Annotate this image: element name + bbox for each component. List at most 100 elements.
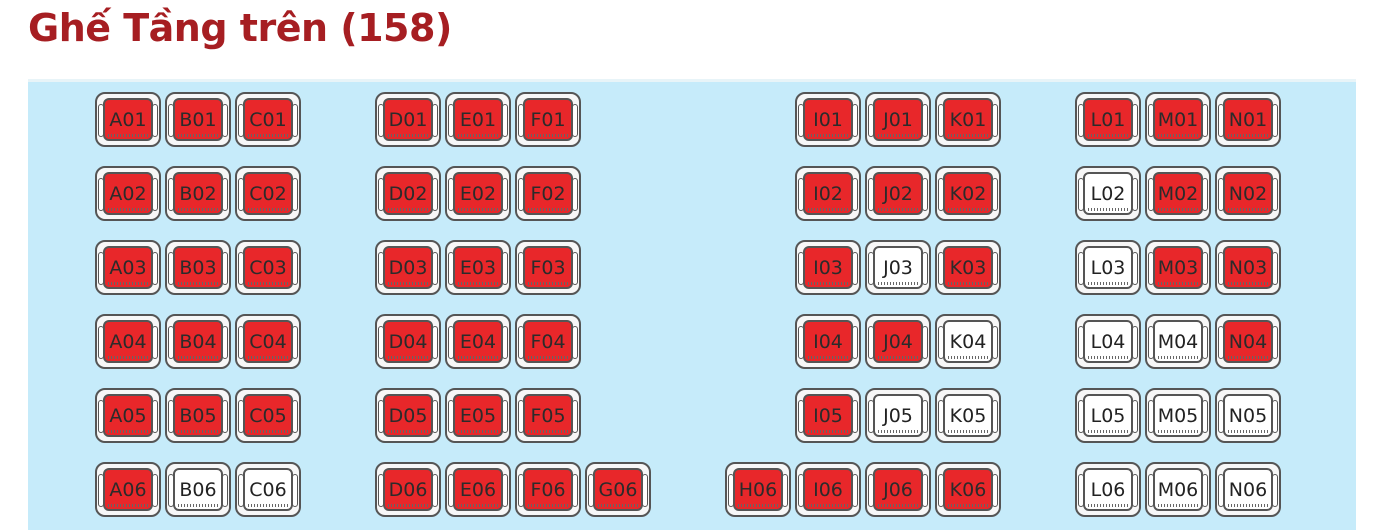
seat-n02[interactable]: N02 bbox=[1215, 166, 1281, 221]
seat-label: M03 bbox=[1153, 246, 1203, 289]
seat-l04[interactable]: L04 bbox=[1075, 314, 1141, 369]
seat-m01[interactable]: M01 bbox=[1145, 92, 1211, 147]
seat-d06[interactable]: D06 bbox=[375, 462, 441, 517]
seat-i05[interactable]: I05 bbox=[795, 388, 861, 443]
seat-f01[interactable]: F01 bbox=[515, 92, 581, 147]
seat-label: D04 bbox=[383, 320, 433, 363]
seat-j05[interactable]: J05 bbox=[865, 388, 931, 443]
seat-h06[interactable]: H06 bbox=[725, 462, 791, 517]
seat-l05[interactable]: L05 bbox=[1075, 388, 1141, 443]
seat-label: B06 bbox=[173, 468, 223, 511]
seat-e01[interactable]: E01 bbox=[445, 92, 511, 147]
seat-m03[interactable]: M03 bbox=[1145, 240, 1211, 295]
seat-n06[interactable]: N06 bbox=[1215, 462, 1281, 517]
seat-k01[interactable]: K01 bbox=[935, 92, 1001, 147]
seat-c06[interactable]: C06 bbox=[235, 462, 301, 517]
seat-e03[interactable]: E03 bbox=[445, 240, 511, 295]
seat-l02[interactable]: L02 bbox=[1075, 166, 1141, 221]
seat-label: K04 bbox=[943, 320, 993, 363]
seat-b04[interactable]: B04 bbox=[165, 314, 231, 369]
seat-d02[interactable]: D02 bbox=[375, 166, 441, 221]
seat-label: N03 bbox=[1223, 246, 1273, 289]
seat-n01[interactable]: N01 bbox=[1215, 92, 1281, 147]
seat-k05[interactable]: K05 bbox=[935, 388, 1001, 443]
seat-g06[interactable]: G06 bbox=[585, 462, 651, 517]
seat-j04[interactable]: J04 bbox=[865, 314, 931, 369]
seat-label: C04 bbox=[243, 320, 293, 363]
page-title: Ghế Tầng trên (158) bbox=[28, 6, 452, 50]
seat-b06[interactable]: B06 bbox=[165, 462, 231, 517]
seat-i03[interactable]: I03 bbox=[795, 240, 861, 295]
seat-i02[interactable]: I02 bbox=[795, 166, 861, 221]
seat-b01[interactable]: B01 bbox=[165, 92, 231, 147]
seat-f04[interactable]: F04 bbox=[515, 314, 581, 369]
seat-b03[interactable]: B03 bbox=[165, 240, 231, 295]
seat-label: E05 bbox=[453, 394, 503, 437]
seat-n04[interactable]: N04 bbox=[1215, 314, 1281, 369]
seat-m02[interactable]: M02 bbox=[1145, 166, 1211, 221]
seat-label: I06 bbox=[803, 468, 853, 511]
seat-k06[interactable]: K06 bbox=[935, 462, 1001, 517]
seat-m04[interactable]: M04 bbox=[1145, 314, 1211, 369]
seat-k04[interactable]: K04 bbox=[935, 314, 1001, 369]
seat-label: D02 bbox=[383, 172, 433, 215]
seat-label: F03 bbox=[523, 246, 573, 289]
seat-label: F05 bbox=[523, 394, 573, 437]
seat-k03[interactable]: K03 bbox=[935, 240, 1001, 295]
seat-i01[interactable]: I01 bbox=[795, 92, 861, 147]
seat-label: M01 bbox=[1153, 98, 1203, 141]
seat-l03[interactable]: L03 bbox=[1075, 240, 1141, 295]
seat-j01[interactable]: J01 bbox=[865, 92, 931, 147]
seat-a03[interactable]: A03 bbox=[95, 240, 161, 295]
seat-label: B05 bbox=[173, 394, 223, 437]
seat-c02[interactable]: C02 bbox=[235, 166, 301, 221]
seat-l01[interactable]: L01 bbox=[1075, 92, 1141, 147]
seat-l06[interactable]: L06 bbox=[1075, 462, 1141, 517]
seat-c04[interactable]: C04 bbox=[235, 314, 301, 369]
seat-d04[interactable]: D04 bbox=[375, 314, 441, 369]
seat-a05[interactable]: A05 bbox=[95, 388, 161, 443]
seat-b05[interactable]: B05 bbox=[165, 388, 231, 443]
seat-label: K06 bbox=[943, 468, 993, 511]
seat-label: F04 bbox=[523, 320, 573, 363]
seat-m06[interactable]: M06 bbox=[1145, 462, 1211, 517]
seat-label: B02 bbox=[173, 172, 223, 215]
seat-f02[interactable]: F02 bbox=[515, 166, 581, 221]
seat-b02[interactable]: B02 bbox=[165, 166, 231, 221]
seat-label: A03 bbox=[103, 246, 153, 289]
seat-j06[interactable]: J06 bbox=[865, 462, 931, 517]
seat-c03[interactable]: C03 bbox=[235, 240, 301, 295]
seat-e05[interactable]: E05 bbox=[445, 388, 511, 443]
seat-a02[interactable]: A02 bbox=[95, 166, 161, 221]
seat-a01[interactable]: A01 bbox=[95, 92, 161, 147]
seat-j02[interactable]: J02 bbox=[865, 166, 931, 221]
seat-d05[interactable]: D05 bbox=[375, 388, 441, 443]
seat-e02[interactable]: E02 bbox=[445, 166, 511, 221]
seat-label: E02 bbox=[453, 172, 503, 215]
seat-d01[interactable]: D01 bbox=[375, 92, 441, 147]
seat-n03[interactable]: N03 bbox=[1215, 240, 1281, 295]
seat-e04[interactable]: E04 bbox=[445, 314, 511, 369]
seat-label: C03 bbox=[243, 246, 293, 289]
seat-label: I03 bbox=[803, 246, 853, 289]
seat-label: J02 bbox=[873, 172, 923, 215]
seat-label: K05 bbox=[943, 394, 993, 437]
seat-i04[interactable]: I04 bbox=[795, 314, 861, 369]
seat-n05[interactable]: N05 bbox=[1215, 388, 1281, 443]
seat-j03[interactable]: J03 bbox=[865, 240, 931, 295]
seat-a04[interactable]: A04 bbox=[95, 314, 161, 369]
seat-a06[interactable]: A06 bbox=[95, 462, 161, 517]
seat-i06[interactable]: I06 bbox=[795, 462, 861, 517]
seat-k02[interactable]: K02 bbox=[935, 166, 1001, 221]
seat-f06[interactable]: F06 bbox=[515, 462, 581, 517]
seat-d03[interactable]: D03 bbox=[375, 240, 441, 295]
seat-m05[interactable]: M05 bbox=[1145, 388, 1211, 443]
seat-e06[interactable]: E06 bbox=[445, 462, 511, 517]
seat-c01[interactable]: C01 bbox=[235, 92, 301, 147]
seat-f05[interactable]: F05 bbox=[515, 388, 581, 443]
seat-label: J06 bbox=[873, 468, 923, 511]
seat-f03[interactable]: F03 bbox=[515, 240, 581, 295]
seat-c05[interactable]: C05 bbox=[235, 388, 301, 443]
seat-label: I02 bbox=[803, 172, 853, 215]
seat-label: E06 bbox=[453, 468, 503, 511]
